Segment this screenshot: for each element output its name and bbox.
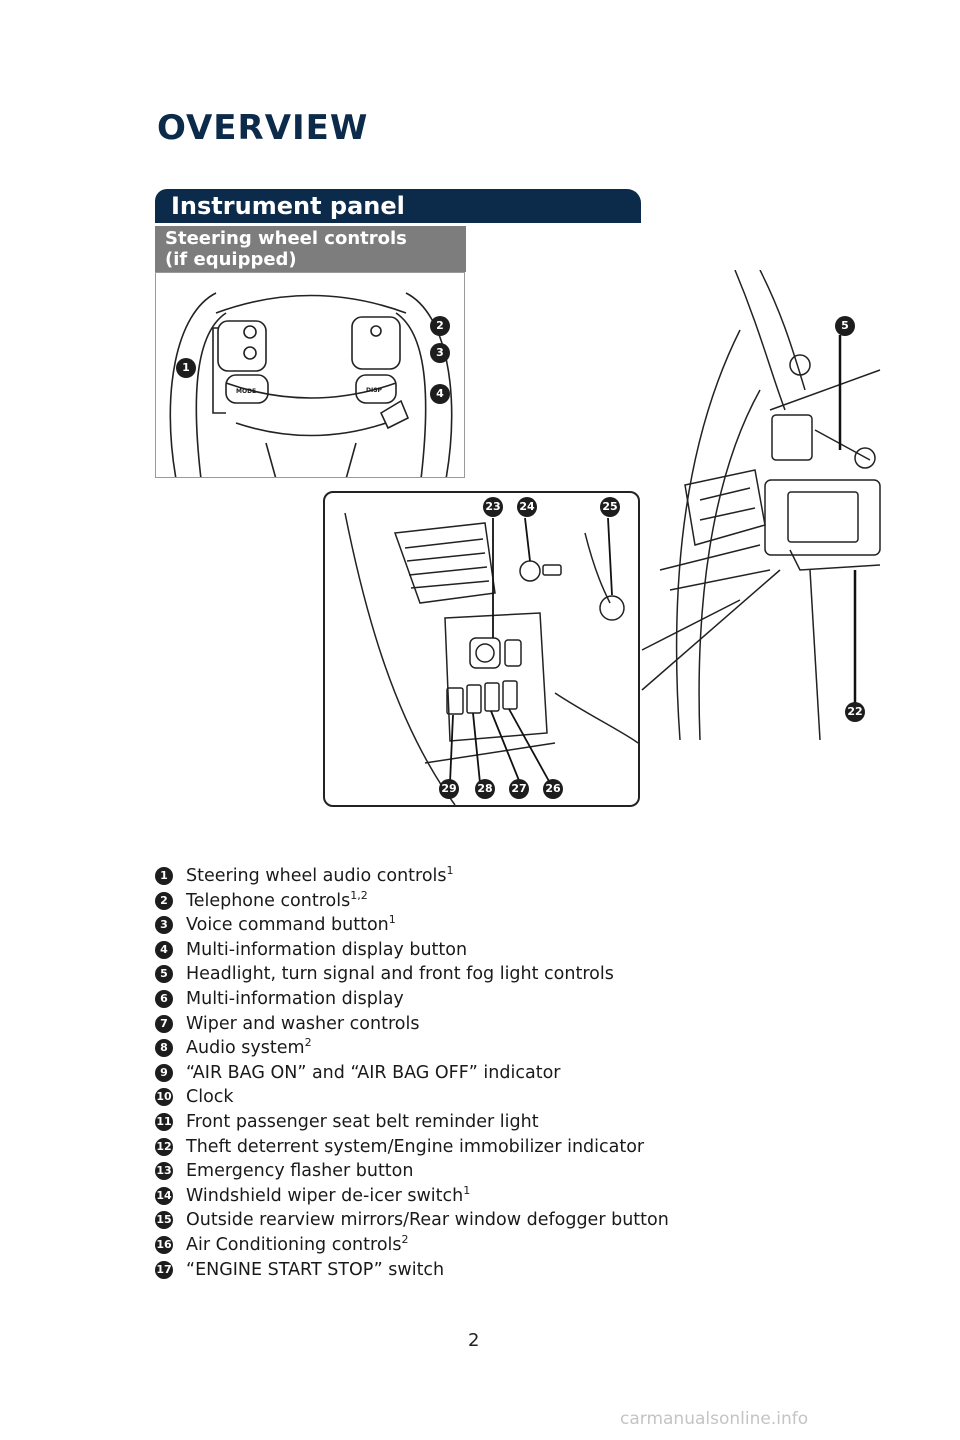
callout-4: 4 [430,384,450,404]
legend-text: Multi-information display button [186,939,468,960]
steering-wheel-illustration: MODE DISP 1 2 3 4 [155,272,465,478]
legend-text: Telephone controls [186,890,351,911]
callout-1: 1 [176,358,196,378]
legend-text: Wiper and washer controls [186,1013,420,1034]
subsection-banner: Steering wheel controls (if equipped) [155,226,466,272]
legend-number-badge: 1 [155,867,173,885]
legend-number-badge: 17 [155,1260,173,1279]
legend-footnote-ref: 2 [401,1233,409,1247]
legend-item: 11 Front passenger seat belt reminder lig… [155,1110,855,1135]
legend-number-badge: 6 [155,989,173,1008]
legend-number-badge: 10 [155,1088,173,1107]
legend-number-badge: 5 [155,965,173,984]
legend-text: Emergency flasher button [186,1161,414,1182]
legend-item: 7 Wiper and washer controls [155,1012,855,1037]
section-title: Instrument panel [171,192,405,220]
legend-text: Multi-information display [186,988,404,1009]
disp-button-label: DISP [366,387,382,394]
legend-text: Front passenger seat belt reminder light [186,1111,539,1132]
callout-26: 26 [543,779,563,799]
legend-footnote-ref: 1 [463,1183,471,1197]
callout-2: 2 [430,316,450,336]
legend-item: 5 Headlight, turn signal and front fog li… [155,962,855,987]
legend-item: 8 Audio system2 [155,1036,855,1061]
page-number: 2 [468,1330,480,1351]
mode-button-label: MODE [236,388,257,395]
legend-text: Headlight, turn signal and front fog lig… [186,964,614,985]
callout-24: 24 [517,497,537,517]
callout-23: 23 [483,497,503,517]
legend-text: Voice command button [186,915,389,936]
legend-text: “AIR BAG ON” and “AIR BAG OFF” indicator [186,1062,561,1083]
legend-number-badge: 16 [155,1235,173,1254]
callout-22: 22 [845,702,865,722]
legend-text: Windshield wiper de-icer switch [186,1185,464,1206]
legend-item: 12 Theft deterrent system/Engine immobili… [155,1135,855,1160]
legend-item: 4 Multi-information display button [155,938,855,963]
legend-item: 9 “AIR BAG ON” and “AIR BAG OFF” indicato… [155,1061,855,1086]
steering-wheel-drawing [169,292,453,477]
callout-28: 28 [475,779,495,799]
callout-27: 27 [509,779,529,799]
legend-item: 14 Windshield wiper de-icer switch1 [155,1184,855,1209]
legend-number-badge: 4 [155,940,173,959]
legend-number-badge: 2 [155,891,173,910]
legend-number-badge: 12 [155,1137,173,1156]
legend-text: “ENGINE START STOP” switch [186,1259,445,1280]
legend-number-badge: 9 [155,1063,173,1082]
watermark: carmanualsonline.info [620,1409,809,1429]
legend-text: Steering wheel audio controls [186,866,447,886]
legend-footnote-ref: 1 [388,913,396,927]
legend-text: Outside rearview mirrors/Rear window def… [186,1210,669,1231]
legend-item: 17 “ENGINE START STOP” switch [155,1258,855,1283]
lower-dashboard-illustration: 23 24 25 26 27 28 29 [323,491,640,807]
callout-29: 29 [439,779,459,799]
callout-5: 5 [835,316,855,336]
legend-item: 13 Emergency flasher button [155,1159,855,1184]
subsection-title: Steering wheel controls (if equipped) [165,228,407,270]
legend-number-badge: 15 [155,1211,173,1230]
legend-footnote-ref: 1 [446,864,454,878]
callout-3: 3 [430,343,450,363]
legend-text: Air Conditioning controls [186,1234,402,1255]
legend-item: 2 Telephone controls1,2 [155,889,855,914]
legend-item: 3 Voice command button1 [155,913,855,938]
legend-number-badge: 11 [155,1112,173,1131]
legend-text: Clock [186,1087,234,1108]
callout-25: 25 [600,497,620,517]
legend-number-badge: 8 [155,1039,173,1058]
cabin-drawing [641,270,881,741]
legend-item: 10 Clock [155,1085,855,1110]
legend-item: 16 Air Conditioning controls2 [155,1233,855,1258]
lower-dashboard-drawing [344,512,638,805]
page-title: OVERVIEW [157,108,369,148]
legend-number-badge: 7 [155,1014,173,1033]
legend-text: Audio system [186,1038,305,1059]
legend-text: Theft deterrent system/Engine immobilize… [186,1136,645,1157]
legend-number-badge: 3 [155,916,173,935]
section-banner: Instrument panel [155,189,641,223]
cabin-illustration: 5 22 [640,270,885,750]
legend-number-badge: 14 [155,1186,173,1205]
legend-item: 6 Multi-information display [155,987,855,1012]
legend-footnote-ref: 2 [304,1036,312,1050]
legend-number-badge: 13 [155,1162,173,1181]
legend-footnote-ref: 1,2 [350,888,368,902]
legend-item: 15 Outside rearview mirrors/Rear window d… [155,1208,855,1233]
